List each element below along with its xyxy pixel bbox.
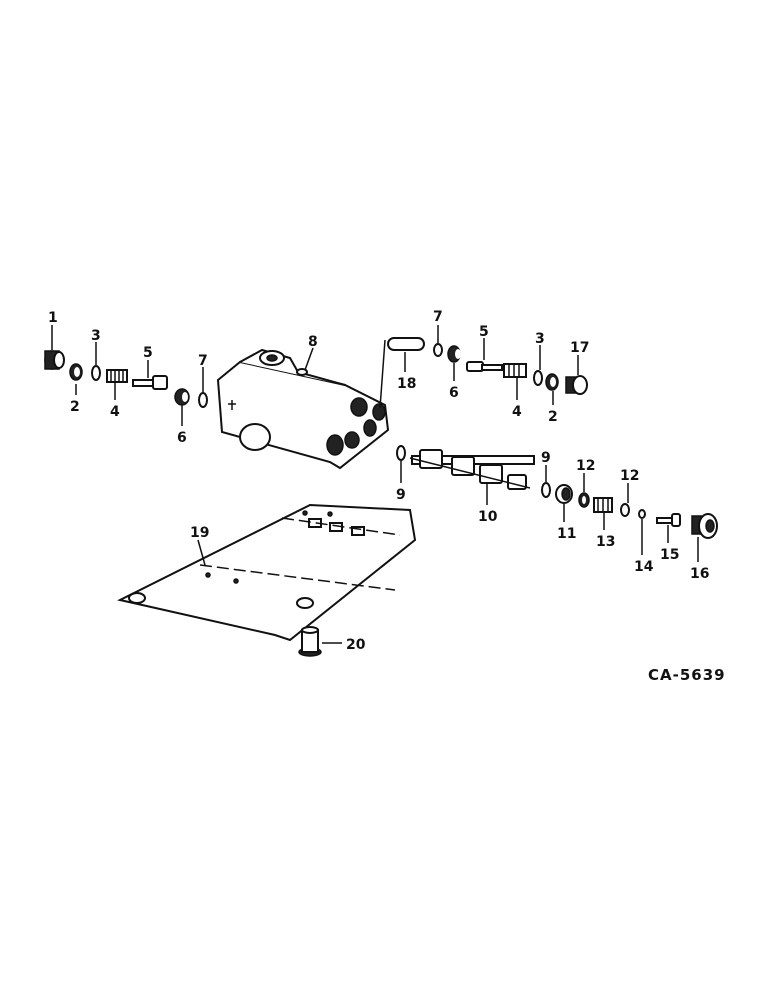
callout-5: 5 [143,345,153,361]
part-16-plug [691,513,718,539]
callout-8: 8 [308,334,318,350]
part-1-plug [44,350,65,370]
part-17-plug [565,375,588,395]
part-9b-o-ring [541,482,551,498]
part-14-ring [638,509,646,519]
part-15-screw [656,513,681,527]
part-4-spring [106,369,128,383]
callout-18: 18 [397,376,416,392]
callout-5b: 5 [479,324,489,340]
part-5b-plunger [466,361,503,372]
callout-6b: 6 [449,385,459,401]
callout-12: 12 [576,458,595,474]
part-12b-washer [620,503,630,517]
part-20-bushing [298,626,342,657]
callout-20: 20 [346,637,366,653]
part-2-washer [69,363,83,381]
callout-10: 10 [478,509,498,525]
callout-11: 11 [557,526,576,542]
part-6-seat [174,388,190,406]
part-12-washer [578,492,590,508]
part-3b-o-ring [533,370,543,386]
callout-9: 9 [396,487,406,503]
part-11-seal [555,484,573,504]
callout-7: 7 [198,353,208,369]
part-6b-seat [447,345,461,363]
part-9-o-ring [396,445,406,461]
callout-13: 13 [596,534,615,550]
callout-15: 15 [660,547,679,563]
part-10-spool [409,449,535,490]
callout-16: 16 [690,566,709,582]
part-4b-spring [503,363,527,378]
part-3-o-ring [91,365,101,381]
leader-lines [51,325,699,566]
callout-19: 19 [190,525,209,541]
callout-3: 3 [91,328,101,344]
part-13-spring [593,497,613,513]
callout-3b: 3 [535,331,545,347]
callout-6: 6 [177,430,187,446]
callout-9b: 9 [541,450,551,466]
callout-4b: 4 [512,404,522,420]
part-2b-washer [545,373,559,391]
callout-17: 17 [570,340,589,356]
callout-14: 14 [634,559,654,575]
part-5-plunger [132,375,168,390]
part-19-gasket [117,503,417,642]
reference-code: CA-5639 [648,666,726,684]
part-7-o-ring [198,392,208,408]
callout-4: 4 [110,404,120,420]
callout-1: 1 [48,310,58,326]
part-8-valve-body [216,348,390,470]
callout-7b: 7 [433,309,443,325]
callout-12b: 12 [620,468,639,484]
callout-2b: 2 [548,409,558,425]
part-18-pin [379,337,425,409]
callout-2: 2 [70,399,80,415]
part-7b-o-ring [433,343,443,357]
